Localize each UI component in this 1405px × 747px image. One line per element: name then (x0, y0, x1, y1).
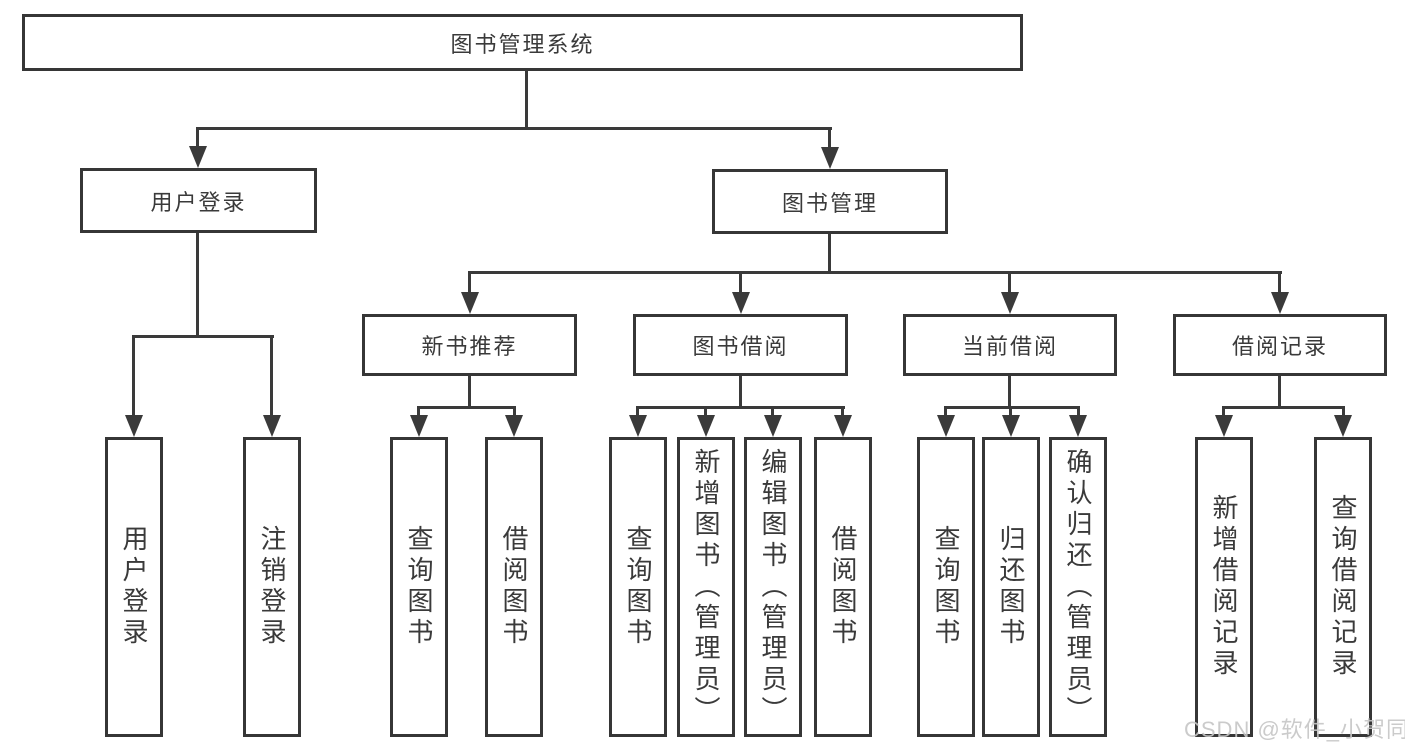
connector-line (944, 406, 947, 415)
leaf-query-books-recommend: 查询图书 (390, 437, 448, 737)
leaf-label: 借阅图书 (828, 525, 858, 649)
connector-line (636, 406, 639, 415)
arrow-down-icon (263, 415, 281, 437)
arrow-down-icon (697, 415, 715, 437)
leaf-label: 新增图书（管理员） (691, 447, 721, 727)
connector-line (739, 376, 742, 408)
leaf-label: 确认归还（管理员） (1063, 447, 1093, 727)
connector-line (828, 127, 831, 147)
connector-line (417, 406, 420, 415)
leaf-logout: 注销登录 (243, 437, 301, 737)
leaf-label: 注销登录 (257, 525, 287, 649)
arrow-down-icon (461, 292, 479, 314)
leaf-label: 用户登录 (119, 525, 149, 649)
node-new-book-recommendation: 新书推荐 (362, 314, 577, 376)
connector-line (132, 335, 274, 338)
connector-line (513, 406, 516, 415)
arrow-down-icon (821, 147, 839, 169)
node-label: 图书借阅 (692, 334, 789, 359)
connector-line (841, 406, 844, 415)
node-user-login: 用户登录 (80, 168, 317, 233)
connector-line (944, 406, 1080, 409)
leaf-label: 归还图书 (996, 525, 1026, 649)
arrow-down-icon (1069, 415, 1087, 437)
connector-line (132, 335, 135, 415)
leaf-query-borrow-record: 查询借阅记录 (1314, 437, 1372, 737)
arrow-down-icon (1002, 415, 1020, 437)
arrow-down-icon (629, 415, 647, 437)
connector-line (196, 127, 199, 147)
leaf-return-book: 归还图书 (982, 437, 1040, 737)
node-label: 用户登录 (150, 189, 247, 215)
leaf-edit-book-admin: 编辑图书（管理员） (744, 437, 802, 737)
node-label: 借阅记录 (1231, 334, 1328, 359)
arrow-down-icon (410, 415, 428, 437)
connector-line (771, 406, 774, 415)
connector-line (468, 271, 471, 292)
connector-line (1342, 406, 1345, 415)
connector-line (1278, 271, 1281, 292)
leaf-label: 借阅图书 (499, 525, 529, 649)
arrow-down-icon (1334, 415, 1352, 437)
connector-line (1077, 406, 1080, 415)
node-label: 当前借阅 (961, 334, 1058, 359)
leaf-label: 查询图书 (404, 525, 434, 649)
leaf-label: 查询图书 (623, 525, 653, 649)
node-book-management: 图书管理 (712, 169, 948, 234)
arrow-down-icon (937, 415, 955, 437)
leaf-label: 新增借阅记录 (1209, 494, 1239, 680)
leaf-add-borrow-record: 新增借阅记录 (1195, 437, 1253, 737)
connector-line (525, 70, 528, 129)
arrow-down-icon (732, 292, 750, 314)
leaf-borrow-books-borrowing: 借阅图书 (814, 437, 872, 737)
node-book-borrowing: 图书借阅 (633, 314, 848, 376)
connector-line (1008, 271, 1011, 292)
leaf-confirm-return-admin: 确认归还（管理员） (1049, 437, 1107, 737)
connector-line (1008, 376, 1011, 408)
connector-line (196, 233, 199, 337)
node-library-management-system: 图书管理系统 (22, 14, 1023, 71)
arrow-down-icon (1215, 415, 1233, 437)
node-label: 图书管理系统 (450, 31, 595, 57)
leaf-label: 查询图书 (931, 525, 961, 649)
leaf-query-books-current: 查询图书 (917, 437, 975, 737)
node-current-borrowing: 当前借阅 (903, 314, 1117, 376)
connector-line (468, 271, 1282, 274)
arrow-down-icon (505, 415, 523, 437)
node-label: 图书管理 (781, 190, 878, 216)
leaf-label: 查询借阅记录 (1328, 494, 1358, 680)
connector-line (1009, 406, 1012, 415)
connector-line (636, 406, 845, 409)
node-borrowing-records: 借阅记录 (1173, 314, 1387, 376)
leaf-user-login: 用户登录 (105, 437, 163, 737)
leaf-query-books-borrowing: 查询图书 (609, 437, 667, 737)
connector-line (270, 335, 273, 415)
connector-line (828, 234, 831, 273)
connector-line (704, 406, 707, 415)
arrow-down-icon (189, 146, 207, 168)
connector-line (468, 376, 471, 408)
connector-line (1222, 406, 1225, 415)
arrow-down-icon (834, 415, 852, 437)
arrow-down-icon (1271, 292, 1289, 314)
leaf-add-book-admin: 新增图书（管理员） (677, 437, 735, 737)
leaf-label: 编辑图书（管理员） (758, 447, 788, 727)
connector-line (196, 127, 832, 130)
connector-line (739, 271, 742, 292)
watermark: CSDN @软件_小贺同学 (1184, 717, 1405, 742)
connector-line (417, 406, 516, 409)
arrow-down-icon (1001, 292, 1019, 314)
connector-line (1278, 376, 1281, 408)
connector-line (1222, 406, 1345, 409)
node-label: 新书推荐 (421, 334, 518, 359)
leaf-borrow-books-recommend: 借阅图书 (485, 437, 543, 737)
arrow-down-icon (764, 415, 782, 437)
arrow-down-icon (125, 415, 143, 437)
